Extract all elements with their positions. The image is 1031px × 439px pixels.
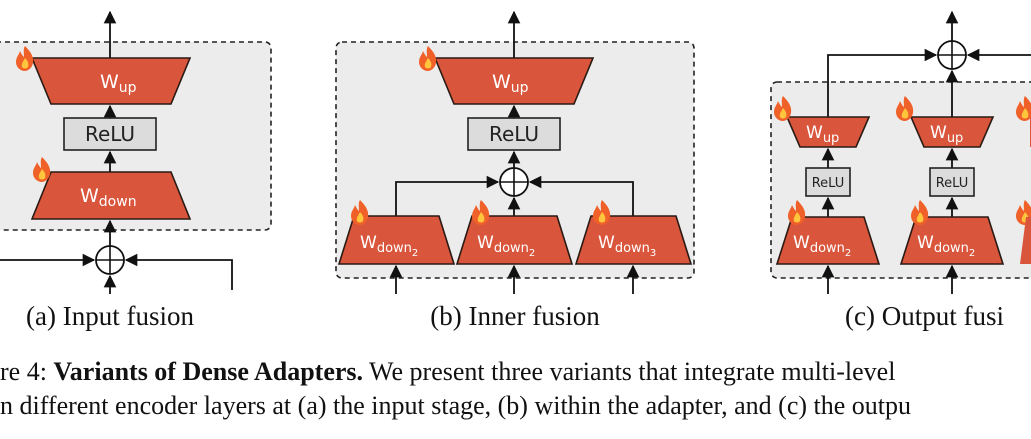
panel-inner-fusion: Wup ReLU Wdown2 Wdown2 Wdown3 (b) Inner … (335, 10, 695, 331)
figure-caption-line-2: n different encoder layers at (a) the in… (0, 391, 911, 420)
w-down-label-a: Wdown (80, 185, 137, 210)
relu-label-c1: ReLU (812, 176, 845, 191)
w-down2-label-b1: Wdown2 (360, 233, 418, 259)
relu-block-b (467, 117, 561, 151)
relu-block-c2 (929, 167, 975, 197)
w-up-block-b (433, 57, 595, 105)
w-up-block-c1 (785, 116, 871, 148)
w-down2-label-c2: Wdown2 (917, 233, 975, 259)
panel-input-fusion: Wup ReLU Wdown (a) Input fusion (0, 10, 272, 331)
arrow-b-left-branch (395, 175, 500, 216)
w-up-block-a (30, 57, 192, 105)
relu-label-a: ReLU (85, 122, 135, 146)
relu-label-c2: ReLU (936, 176, 969, 191)
arrow-c-left-up (827, 48, 938, 117)
w-down2-label-c1: Wdown2 (793, 233, 851, 259)
arrow-b-right-branch (528, 175, 634, 216)
w-up-label-a: Wup (100, 71, 137, 96)
w-down2-block-b2 (455, 215, 574, 265)
arrow-a-in-right (124, 253, 233, 290)
relu-block-a (63, 117, 157, 151)
w-up-label-c2: Wup (930, 123, 963, 146)
w-down3-label-b3: Wdown3 (598, 233, 656, 259)
w-down-block-c3 (1020, 217, 1031, 264)
caption-b: (b) Inner fusion (430, 301, 600, 331)
w-down2-block-b1 (337, 215, 456, 265)
w-down2-label-b2: Wdown2 (477, 233, 535, 259)
w-up-block-c2 (909, 116, 995, 148)
w-down2-block-c2 (899, 216, 1005, 265)
relu-label-b: ReLU (489, 122, 539, 146)
w-down-block-a (30, 171, 192, 220)
caption-a: (a) Input fusion (26, 301, 194, 331)
relu-block-c1 (805, 167, 851, 197)
w-up-label-b: Wup (492, 71, 529, 96)
arrow-c-right-up (966, 48, 1031, 62)
panel-output-fusion: Wup ReLU Wdown2 Wup ReLU Wdown2 (c) Outp… (770, 10, 1031, 331)
figure-caption-line-1: re 4: Variants of Dense Adapters. We pre… (0, 357, 895, 386)
w-down3-block-b3 (574, 215, 693, 265)
caption-c: (c) Output fusi (845, 301, 1004, 331)
w-down2-block-c1 (775, 216, 881, 265)
w-up-label-c1: Wup (806, 123, 839, 146)
